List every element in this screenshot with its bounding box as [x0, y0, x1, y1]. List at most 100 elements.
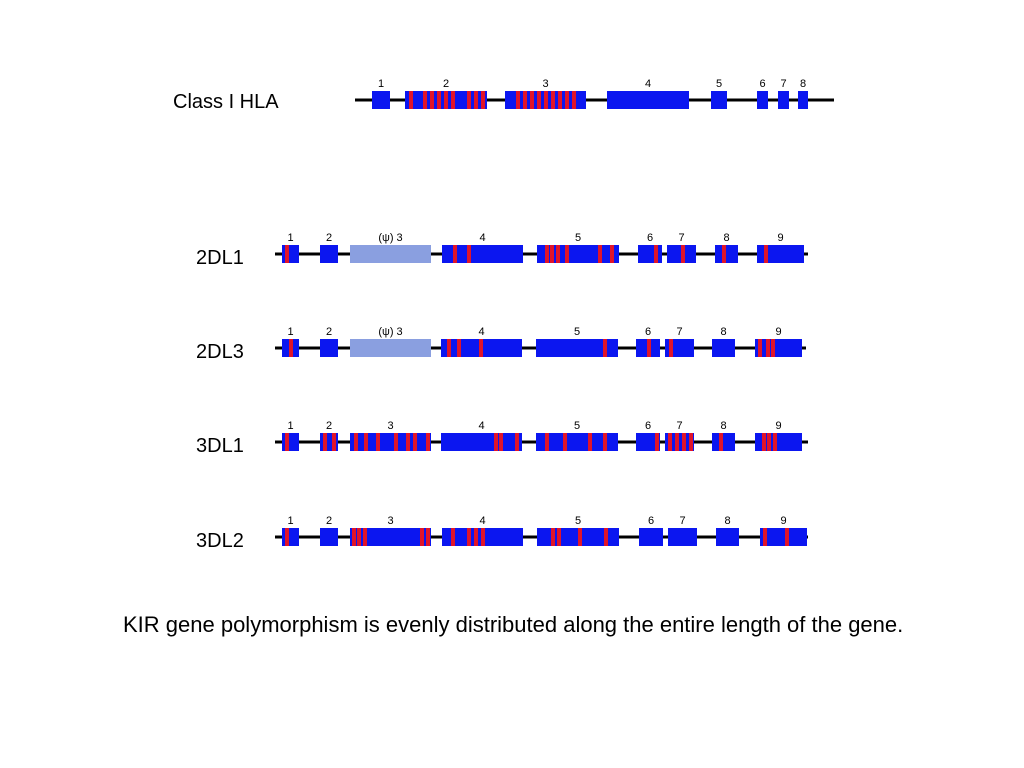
exon-number-label: (ψ) 3 [378, 326, 402, 338]
exon-number-label: 7 [676, 420, 682, 432]
exon-box [636, 433, 660, 451]
exon-number-label: 7 [679, 515, 685, 527]
polymorphism-mark [430, 91, 434, 109]
polymorphism-mark [578, 528, 582, 546]
polymorphism-mark [479, 339, 483, 357]
polymorphism-mark [453, 245, 457, 263]
polymorphism-mark [516, 91, 520, 109]
exon-number-label: 4 [479, 515, 485, 527]
exon-box [537, 245, 619, 263]
polymorphism-mark [409, 91, 413, 109]
exon-number-label: 5 [575, 515, 581, 527]
exon-box [757, 245, 804, 263]
exon-number-label: 2 [326, 420, 332, 432]
polymorphism-mark [467, 528, 471, 546]
exon-number-label: 9 [775, 420, 781, 432]
exon-number-label: 1 [287, 420, 293, 432]
exon-number-label: (ψ) 3 [378, 232, 402, 244]
gene-label: 2DL1 [196, 247, 244, 269]
polymorphism-mark [394, 433, 398, 451]
polymorphism-mark [323, 433, 327, 451]
polymorphism-mark [481, 91, 485, 109]
exon-box [372, 91, 390, 109]
exon-number-label: 6 [759, 78, 765, 90]
gene-label: Class I HLA [173, 91, 279, 113]
pseudo-exon-box [350, 245, 431, 263]
exon-box [320, 339, 338, 357]
exon-box [282, 433, 299, 451]
polymorphism-mark [413, 433, 417, 451]
polymorphism-mark [474, 91, 478, 109]
polymorphism-mark [285, 245, 289, 263]
exon-box [665, 433, 694, 451]
polymorphism-mark [289, 339, 293, 357]
polymorphism-mark [689, 433, 693, 451]
exon-number-label: 7 [780, 78, 786, 90]
polymorphism-mark [285, 528, 289, 546]
polymorphism-mark [352, 528, 356, 546]
polymorphism-mark [563, 433, 567, 451]
polymorphism-mark [523, 91, 527, 109]
polymorphism-mark [763, 528, 767, 546]
exon-box [282, 245, 299, 263]
exon-number-label: 1 [287, 515, 293, 527]
polymorphism-mark [376, 433, 380, 451]
polymorphism-mark [557, 528, 561, 546]
polymorphism-mark [767, 433, 771, 451]
polymorphism-mark [499, 433, 503, 451]
polymorphism-mark [515, 433, 519, 451]
polymorphism-mark [647, 339, 651, 357]
exon-number-label: 2 [326, 515, 332, 527]
polymorphism-mark [668, 433, 672, 451]
exon-box [712, 339, 735, 357]
exon-number-label: 8 [723, 232, 729, 244]
polymorphism-mark [565, 245, 569, 263]
polymorphism-mark [758, 339, 762, 357]
exon-number-label: 8 [720, 420, 726, 432]
exon-box [350, 433, 431, 451]
polymorphism-mark [357, 528, 361, 546]
exon-number-label: 4 [479, 232, 485, 244]
polymorphism-mark [766, 339, 770, 357]
exon-number-label: 3 [387, 515, 393, 527]
polymorphism-mark [565, 91, 569, 109]
polymorphism-mark [285, 433, 289, 451]
polymorphism-mark [494, 433, 498, 451]
polymorphism-mark [545, 433, 549, 451]
exon-number-label: 8 [720, 326, 726, 338]
polymorphism-mark [437, 91, 441, 109]
polymorphism-mark [467, 91, 471, 109]
exon-number-label: 7 [678, 232, 684, 244]
polymorphism-mark [457, 339, 461, 357]
exon-number-label: 8 [800, 78, 806, 90]
polymorphism-mark [764, 245, 768, 263]
polymorphism-mark [406, 433, 410, 451]
exon-box [716, 528, 739, 546]
polymorphism-mark [426, 433, 430, 451]
exon-number-label: 5 [574, 326, 580, 338]
exon-number-label: 2 [326, 326, 332, 338]
exon-number-label: 5 [716, 78, 722, 90]
exon-number-label: 1 [287, 326, 293, 338]
exon-box [778, 91, 789, 109]
gene-label: 2DL3 [196, 341, 244, 363]
exon-number-label: 1 [287, 232, 293, 244]
exon-number-label: 6 [645, 326, 651, 338]
polymorphism-mark [762, 433, 766, 451]
polymorphism-mark [558, 91, 562, 109]
polymorphism-mark [530, 91, 534, 109]
exon-box [755, 339, 802, 357]
polymorphism-mark [771, 339, 775, 357]
polymorphism-mark [603, 433, 607, 451]
exon-number-label: 5 [575, 232, 581, 244]
exon-number-label: 6 [648, 515, 654, 527]
exon-box [441, 433, 522, 451]
exon-box [320, 245, 338, 263]
exon-number-label: 9 [775, 326, 781, 338]
exon-box [712, 433, 735, 451]
polymorphism-mark [603, 339, 607, 357]
polymorphism-mark [537, 91, 541, 109]
gene-structure-diagram: Class I HLA 1 2 3 4 5 6 7 8 2DL1 1 2 (ψ) 3 4 5 6 7 8 9 2DL3… [173, 78, 834, 552]
